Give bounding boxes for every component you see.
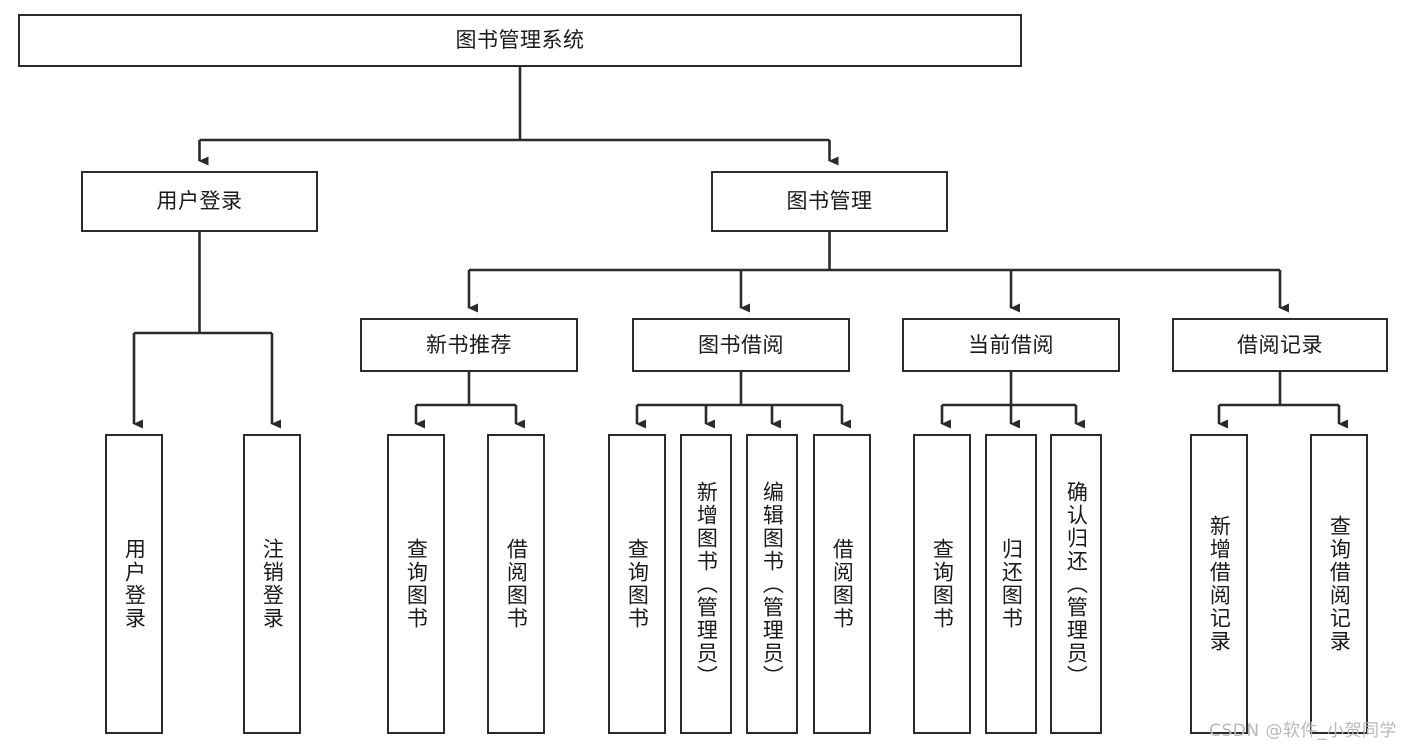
node-leaf-bw-add: 新增图书（管理员） [680, 434, 732, 734]
node-leaf-bw-query: 查询图书 [608, 434, 666, 734]
node-label: 确认归还（管理员） [1064, 480, 1089, 688]
node-book-mgmt: 图书管理 [711, 171, 948, 232]
node-label: 图书管理系统 [455, 28, 585, 53]
node-label: 新书推荐 [426, 332, 512, 357]
node-label: 用户登录 [122, 538, 147, 630]
node-label: 借阅图书 [504, 538, 529, 630]
node-book-borrow: 图书借阅 [632, 318, 850, 372]
node-leaf-bw-borrow: 借阅图书 [813, 434, 871, 734]
node-label: 借阅记录 [1237, 332, 1323, 357]
node-label: 查询借阅记录 [1327, 515, 1352, 653]
node-leaf-rec-borrow: 借阅图书 [487, 434, 545, 734]
node-leaf-user-logout: 注销登录 [243, 434, 301, 734]
node-leaf-cb-query: 查询图书 [913, 434, 971, 734]
node-label: 查询图书 [404, 538, 429, 630]
node-leaf-br-add: 新增借阅记录 [1190, 434, 1248, 734]
node-label: 图书借阅 [698, 332, 784, 357]
node-leaf-br-query: 查询借阅记录 [1310, 434, 1368, 734]
node-label: 归还图书 [999, 538, 1024, 630]
node-label: 图书管理 [786, 189, 873, 214]
node-label: 新增借阅记录 [1207, 515, 1232, 653]
node-borrow-record: 借阅记录 [1172, 318, 1388, 372]
node-leaf-bw-edit: 编辑图书（管理员） [746, 434, 798, 734]
node-label: 查询图书 [930, 538, 955, 630]
node-leaf-cb-confirm: 确认归还（管理员） [1050, 434, 1102, 734]
node-label: 编辑图书（管理员） [760, 480, 785, 688]
node-label: 借阅图书 [830, 538, 855, 630]
node-leaf-cb-return: 归还图书 [985, 434, 1037, 734]
node-leaf-user-login: 用户登录 [105, 434, 163, 734]
node-label: 用户登录 [156, 189, 243, 214]
node-current-borrow: 当前借阅 [902, 318, 1120, 372]
node-label: 注销登录 [260, 538, 285, 630]
node-leaf-rec-query: 查询图书 [387, 434, 445, 734]
node-user-login: 用户登录 [81, 171, 318, 232]
node-label: 当前借阅 [968, 332, 1054, 357]
node-label: 新增图书（管理员） [694, 480, 719, 688]
node-root: 图书管理系统 [18, 14, 1022, 67]
node-label: 查询图书 [625, 538, 650, 630]
node-new-book-rec: 新书推荐 [360, 318, 578, 372]
